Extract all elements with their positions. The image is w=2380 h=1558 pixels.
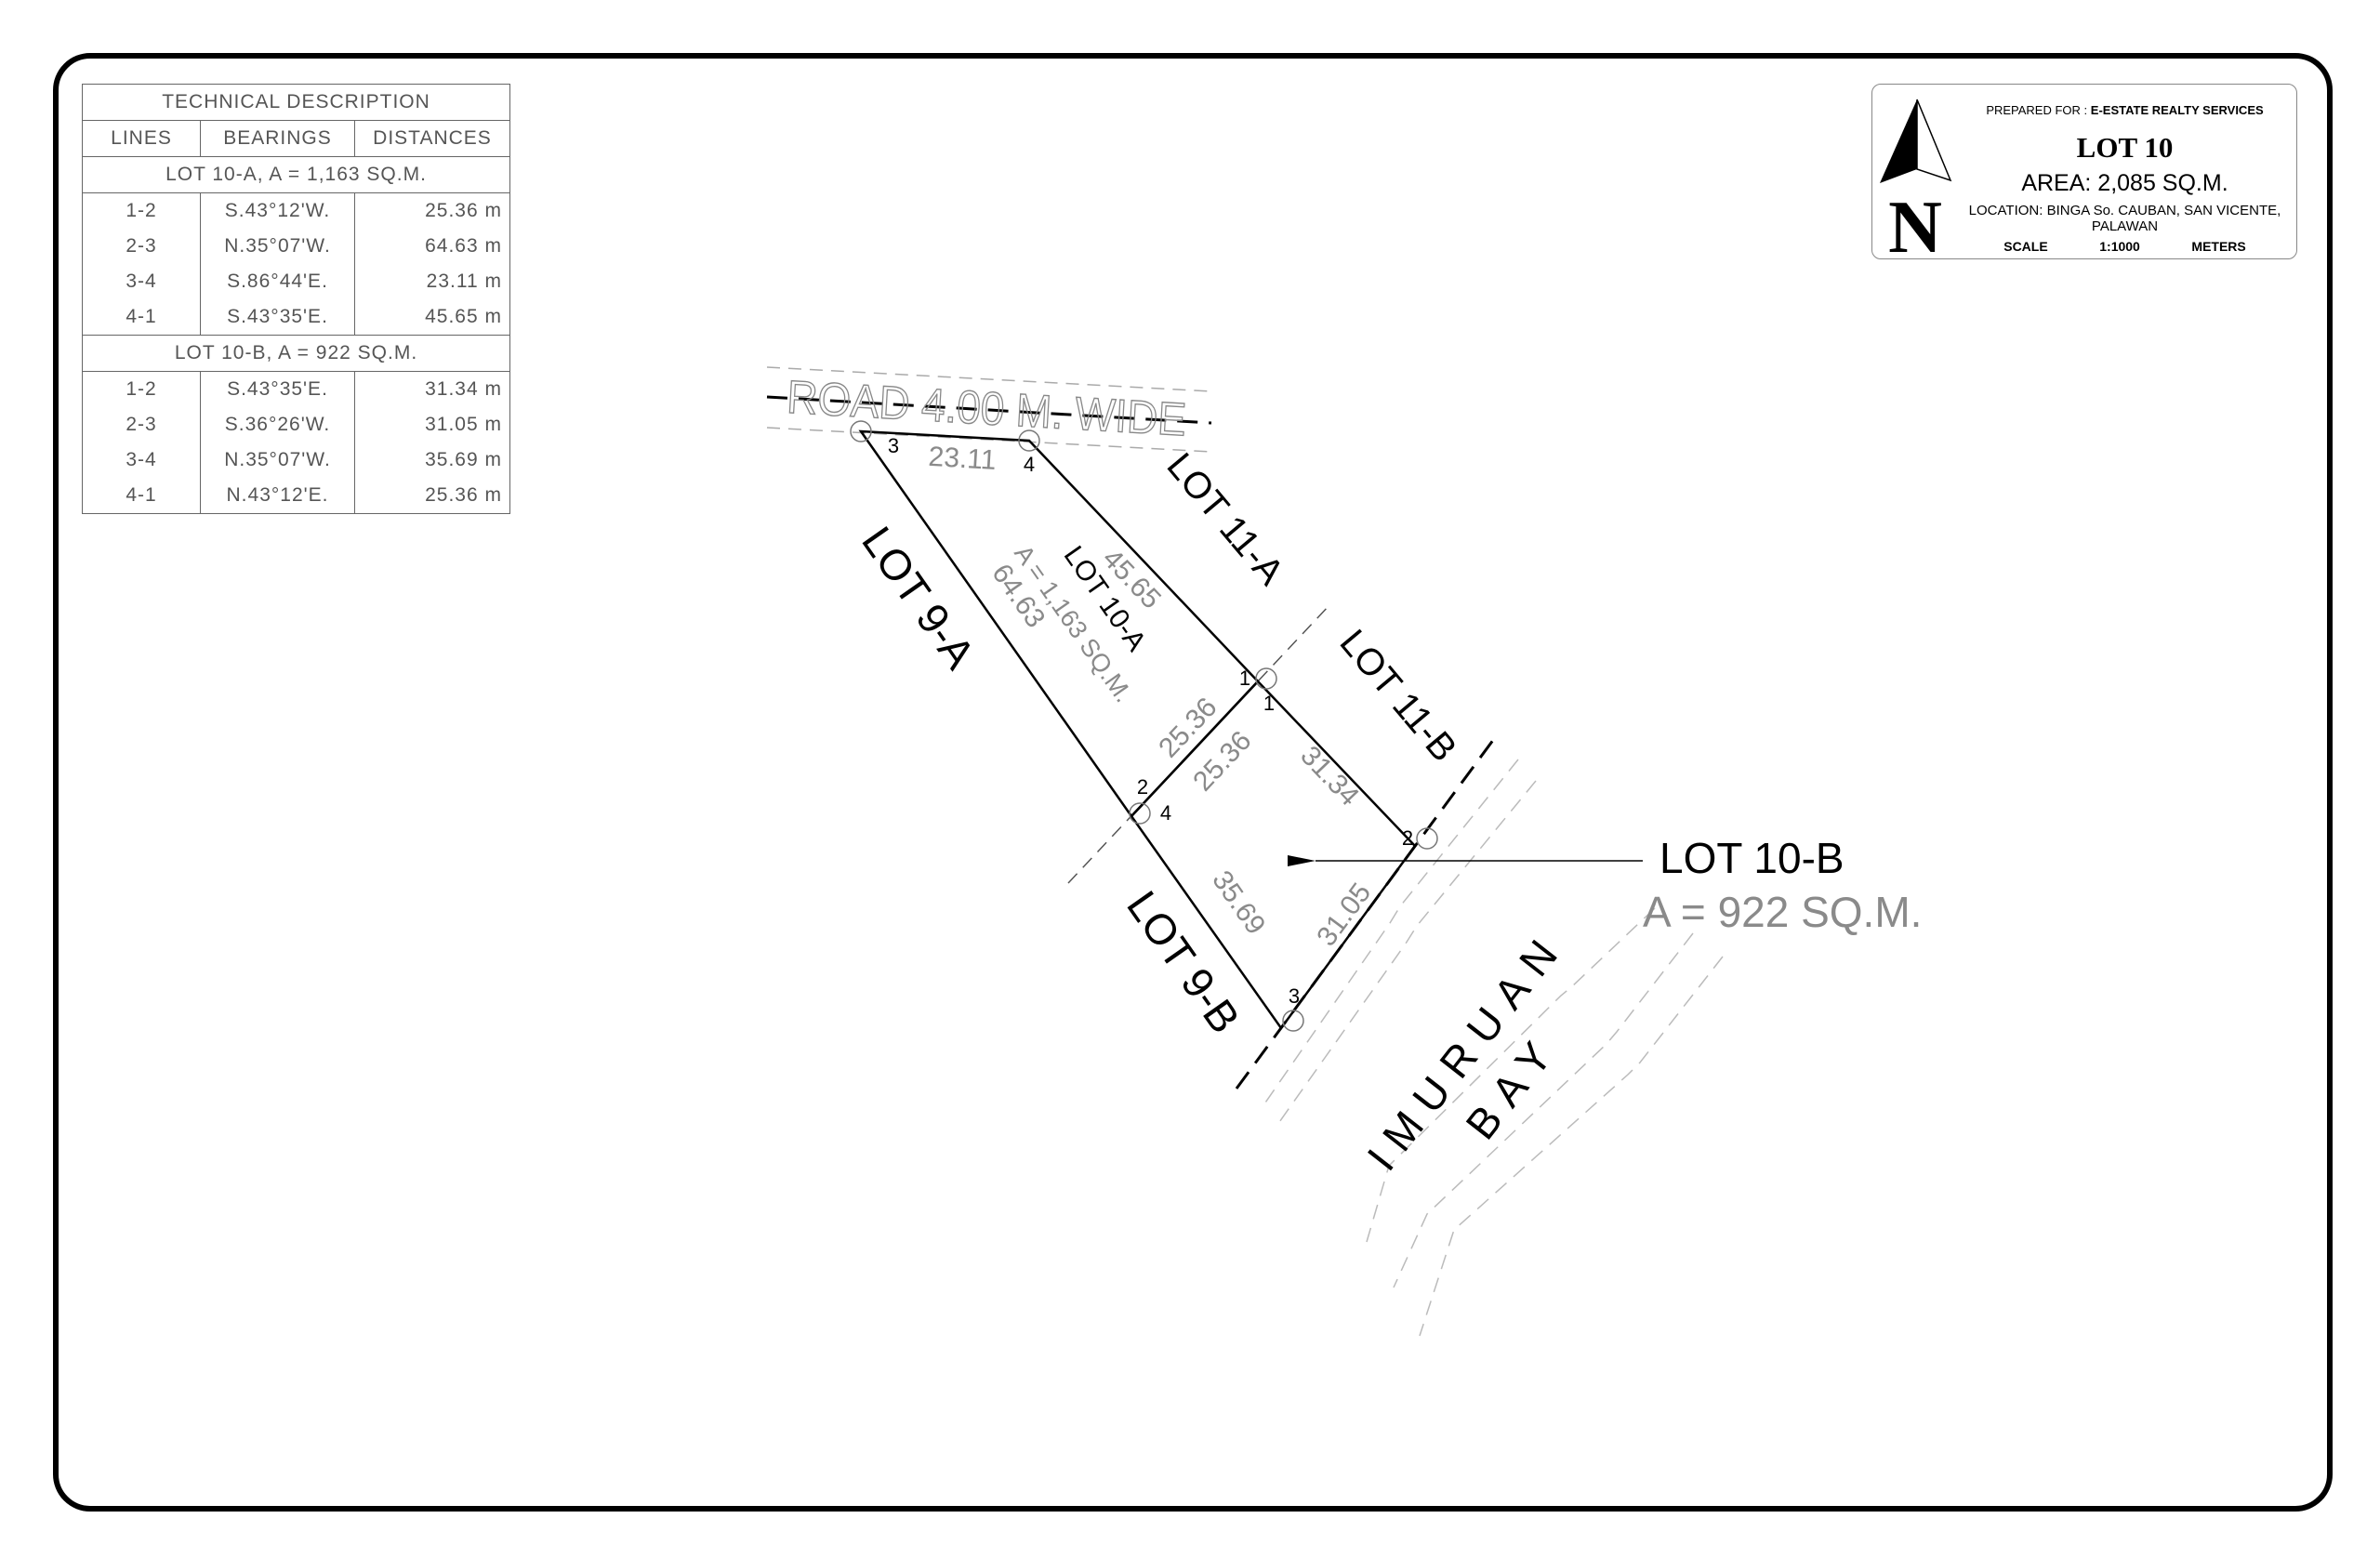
lot-10b-area: A = 922 SQ.M. [1643, 888, 1922, 936]
line-cell: 1-2 [83, 193, 201, 229]
shoreline-4 [1393, 932, 1694, 1288]
header-distances: DISTANCES [373, 127, 492, 149]
distance-label: 23.11 [928, 442, 998, 476]
corner-marker [1129, 802, 1151, 825]
scale-label: SCALE [2003, 239, 2048, 254]
bearing-cell: S.86°44'E. [201, 264, 355, 299]
bearing-cell: S.43°35'E. [201, 372, 355, 407]
location-line2: PALAWAN [2091, 218, 2159, 234]
line-cell: 3-4 [83, 264, 201, 299]
lot-10a-heading: LOT 10-A, A = 1,163 SQ.M. [83, 157, 509, 193]
lot-10b-heading: LOT 10-B, A = 922 SQ.M. [83, 336, 509, 372]
bearing-cell: N.35°07'W. [201, 229, 355, 264]
corner-marker [1282, 1010, 1304, 1032]
lot-10b-label: LOT 10-B [1659, 834, 1844, 882]
lot-11a-label: LOT 11-A [1158, 445, 1291, 593]
lot-9a-label: LOT 9-A [853, 518, 985, 678]
north-arrow-icon: N [1880, 99, 1952, 258]
road-centerline [766, 395, 1212, 425]
point-label: 1 [1263, 692, 1275, 715]
point-label: 4 [1160, 801, 1171, 825]
sheet-border [53, 53, 2333, 1512]
line-cell: 4-1 [83, 299, 201, 335]
road-edge-north [766, 366, 1212, 392]
bearing-cell: N.35°07'W. [201, 442, 355, 478]
distance-cell: 23.11 m [426, 271, 502, 292]
technical-description-table: TECHNICAL DESCRIPTION LINES BEARINGS DIS… [82, 84, 510, 514]
corner-marker [1018, 429, 1040, 452]
table-title: TECHNICAL DESCRIPTION [83, 85, 509, 121]
shoreline-3 [1366, 907, 1656, 1243]
area-text: AREA: 2,085 SQ.M. [2021, 170, 2228, 196]
title-block: N PREPARED FOR : E-ESTATE REALTY SERVICE… [1871, 84, 2297, 259]
header-lines: LINES [83, 121, 201, 156]
distance-cell: 31.34 m [425, 378, 502, 400]
bay-shorelines [1263, 759, 1724, 1337]
shoreline-5 [1419, 956, 1724, 1337]
shoreline-1 [1263, 759, 1519, 1106]
point-label: 2 [1137, 775, 1148, 799]
distance-cell: 45.65 m [425, 306, 502, 327]
line-cell: 2-3 [83, 229, 201, 264]
corner-marker [1416, 827, 1438, 850]
line-cell: 3-4 [83, 442, 201, 478]
bearing-cell: S.36°26'W. [201, 407, 355, 442]
corner-marker [850, 420, 872, 442]
point-label: 2 [1402, 826, 1413, 850]
lot-11b-label: LOT 11-B [1331, 622, 1464, 769]
line-cell: 2-3 [83, 407, 201, 442]
point-label: 4 [1024, 453, 1035, 476]
line-cell: 4-1 [83, 478, 201, 513]
corner-marker [1255, 667, 1277, 690]
distance-label: 35.69 [1206, 865, 1271, 940]
road-edge-south [766, 427, 1212, 453]
bearing-cell: S.43°35'E. [201, 299, 355, 335]
north-letter: N [1888, 187, 1942, 258]
location-line1: LOCATION: BINGA So. CAUBAN, SAN VICENTE, [1968, 203, 2281, 218]
distance-cell: 25.36 m [425, 200, 502, 221]
lot-title: LOT 10 [2076, 131, 2174, 164]
point-label: 3 [888, 434, 899, 457]
line-cell: 1-2 [83, 372, 201, 407]
bearing-cell: N.43°12'E. [201, 478, 355, 513]
header-bearings: BEARINGS [201, 121, 355, 156]
scale-units: METERS [2191, 239, 2246, 254]
point-label: 1 [1239, 667, 1250, 690]
distance-cell: 35.69 m [425, 449, 502, 470]
distance-cell: 31.05 m [425, 414, 502, 435]
bearing-cell: S.43°12'W. [201, 193, 355, 229]
shoreline-2 [1276, 780, 1537, 1126]
distance-label: 31.34 [1294, 740, 1365, 812]
shoreline-boundary [1235, 732, 1501, 1089]
distance-cell: 64.63 m [425, 235, 502, 257]
table-header: LINES BEARINGS DISTANCES [83, 121, 509, 157]
distance-cell: 25.36 m [425, 484, 502, 506]
road-label: ROAD 4.00 M. WIDE [786, 371, 1188, 446]
table-title-text: TECHNICAL DESCRIPTION [162, 91, 430, 112]
point-label: 3 [1289, 984, 1300, 1008]
prepared-for: PREPARED FOR : E-ESTATE REALTY SERVICES [1961, 103, 2289, 117]
scale-value: 1:1000 [2099, 239, 2140, 254]
scale-line: SCALE 1:1000 METERS [1961, 239, 2289, 254]
prepared-for-label: PREPARED FOR : [1986, 103, 2088, 117]
client-name: E-ESTATE REALTY SERVICES [2090, 103, 2264, 117]
lot-10b-boundary [1130, 680, 1417, 1031]
